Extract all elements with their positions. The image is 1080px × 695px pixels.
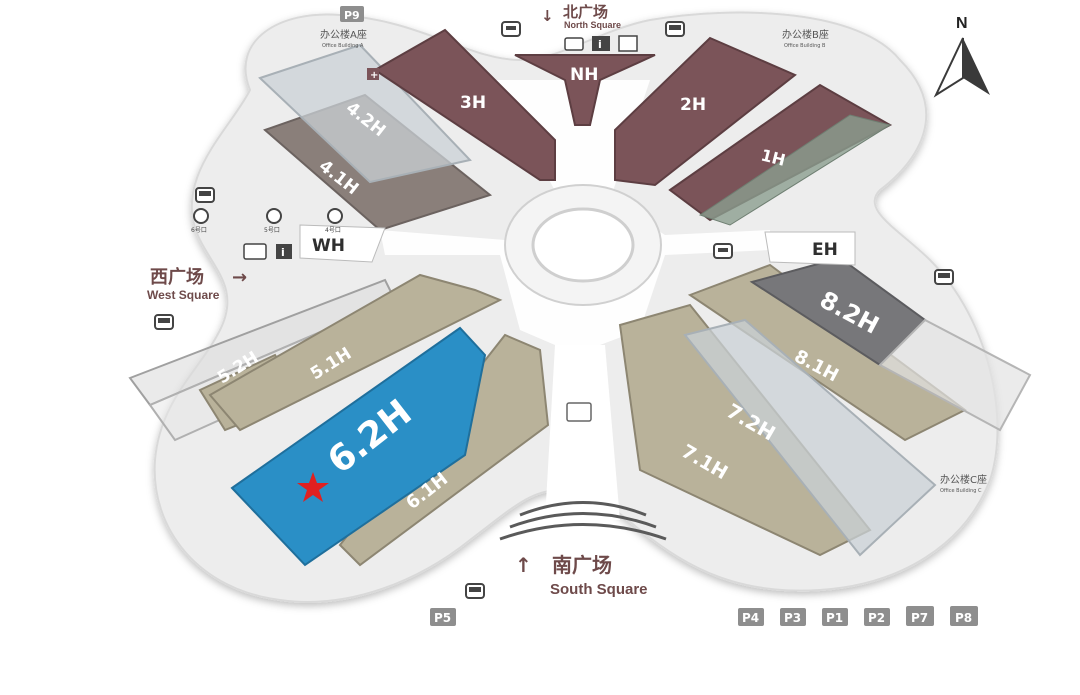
office-b-cn: 办公楼B座 <box>782 28 829 41</box>
gate-eh-label: EH <box>812 240 838 260</box>
hall-7-1[interactable] <box>618 303 872 557</box>
hall-nh[interactable] <box>514 54 656 126</box>
metro-exit-4[interactable]: 4号口 <box>325 208 343 234</box>
parking-p8-label: P8 <box>955 611 972 625</box>
south-square: ↑ 南广场 South Square <box>515 553 648 598</box>
hall-3[interactable] <box>373 28 556 181</box>
bus-icon[interactable] <box>195 187 215 203</box>
taxi-icon[interactable] <box>566 402 592 422</box>
parking-p5[interactable]: P5 <box>430 608 456 626</box>
parking-p4[interactable]: P4 <box>738 608 764 626</box>
svg-text:+: + <box>370 70 378 81</box>
bus-icon[interactable] <box>154 314 174 330</box>
svg-text:i: i <box>281 246 285 259</box>
gate-wh[interactable]: WH <box>299 224 386 263</box>
metro-exit-4-label: 4号口 <box>325 227 341 234</box>
parking-p5-label: P5 <box>434 611 451 625</box>
taxi-icon[interactable] <box>713 243 733 259</box>
north-square-cn: 北广场 <box>563 3 608 21</box>
north-square: ↓ 北广场 North Square <box>541 3 621 30</box>
office-c-en: Office Building C <box>940 488 982 494</box>
hall-4-2-glass[interactable] <box>258 43 472 184</box>
compass-label: N <box>956 15 968 32</box>
metro-exit-6-label: 6号口 <box>191 227 207 234</box>
taxi-icon[interactable] <box>564 37 584 51</box>
gate-eh[interactable]: EH <box>764 231 856 266</box>
metro-icon <box>327 208 343 224</box>
office-building-b: 办公楼B座 Office Building B <box>782 28 829 49</box>
first-aid-icon[interactable]: + <box>367 68 379 81</box>
west-square: 西广场 → West Square <box>147 266 247 302</box>
metro-exit-5[interactable]: 5号口 <box>264 208 282 234</box>
office-building-a: 办公楼A座 Office Building A <box>320 28 367 49</box>
parking-p3-label: P3 <box>784 611 801 625</box>
office-b-en: Office Building B <box>784 43 826 49</box>
parking-p7[interactable]: P7 <box>906 606 934 626</box>
info-icon[interactable]: i <box>276 244 292 259</box>
compass-icon: N <box>933 15 990 98</box>
parking-p8[interactable]: P8 <box>950 606 978 626</box>
hall-1[interactable] <box>668 83 893 226</box>
star-icon <box>297 472 329 502</box>
metro-icon <box>193 208 209 224</box>
office-building-c: 办公楼C座 Office Building C <box>940 473 987 494</box>
parking-p4-label: P4 <box>742 611 759 625</box>
info-icon[interactable] <box>618 35 638 52</box>
parking-p9[interactable]: P9 <box>340 6 364 22</box>
taxi-icon[interactable] <box>501 21 521 37</box>
office-a-en: Office Building A <box>322 43 364 49</box>
south-square-steps <box>499 501 667 541</box>
hall-6-2[interactable] <box>230 326 487 567</box>
hall-nh-label: NH <box>570 65 598 85</box>
bus-icon[interactable] <box>465 583 485 599</box>
south-square-en: South Square <box>550 581 648 598</box>
office-c-cn: 办公楼C座 <box>940 473 987 486</box>
north-square-en: North Square <box>564 20 621 30</box>
metro-exit-6[interactable]: 6号口 <box>191 208 209 234</box>
roundabout <box>504 184 662 306</box>
hall-3-label: 3H <box>460 93 486 113</box>
parking-p2[interactable]: P2 <box>864 608 890 626</box>
info-icon[interactable]: i <box>592 36 610 51</box>
parking-p2-label: P2 <box>868 611 885 625</box>
west-square-en: West Square <box>147 288 220 302</box>
taxi-icon[interactable] <box>243 243 267 260</box>
hall-8-2[interactable] <box>749 256 1032 432</box>
south-square-arrow: ↑ <box>515 553 532 577</box>
bus-icon[interactable] <box>934 269 954 285</box>
parking-p9-label: P9 <box>344 9 360 22</box>
hall-2-label: 2H <box>680 95 706 115</box>
metro-exit-5-label: 5号口 <box>264 227 280 234</box>
west-square-cn: 西广场 <box>150 266 204 288</box>
west-square-arrow: → <box>232 267 247 288</box>
parking-p1-label: P1 <box>826 611 843 625</box>
hall-5-1[interactable] <box>208 273 503 432</box>
svg-text:i: i <box>598 38 602 51</box>
south-square-cn: 南广场 <box>552 553 612 577</box>
north-square-arrow: ↓ <box>541 7 554 25</box>
bus-icon[interactable] <box>665 21 685 37</box>
metro-icon <box>266 208 282 224</box>
parking-p3[interactable]: P3 <box>780 608 806 626</box>
parking-p7-label: P7 <box>911 611 928 625</box>
office-a-cn: 办公楼A座 <box>320 28 367 41</box>
hall-2[interactable] <box>614 36 797 187</box>
parking-p1[interactable]: P1 <box>822 608 848 626</box>
hall-7-2-glass[interactable] <box>683 318 937 557</box>
gate-wh-label: WH <box>312 236 345 256</box>
